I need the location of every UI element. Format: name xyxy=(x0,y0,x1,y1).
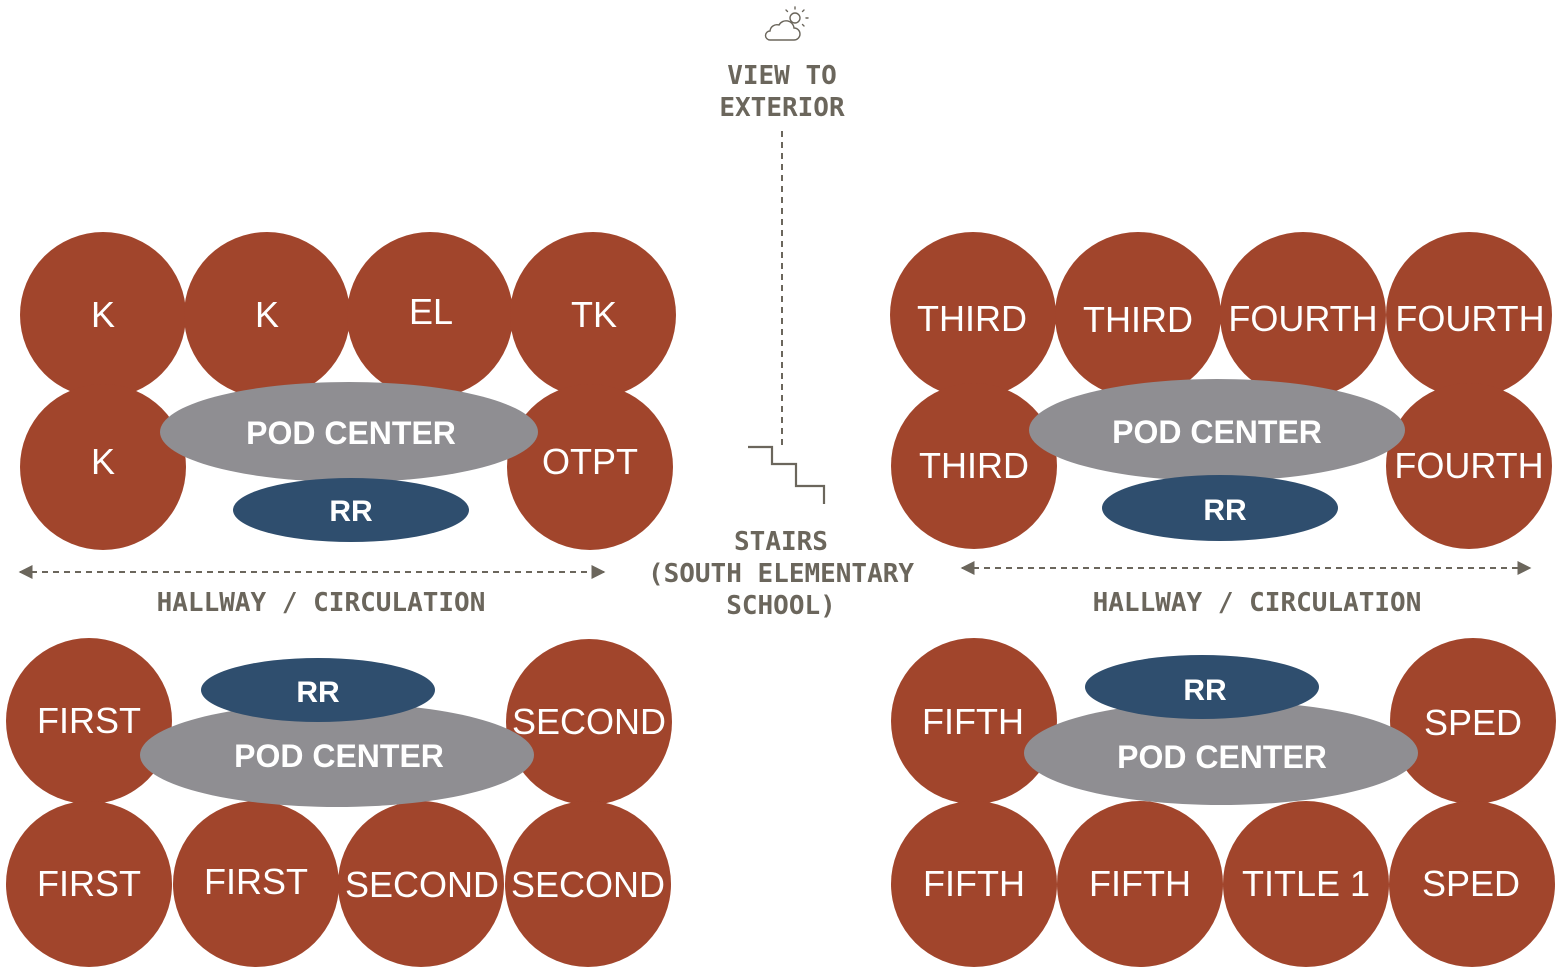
restroom xyxy=(201,658,435,722)
pod-center xyxy=(1029,379,1405,481)
restroom xyxy=(233,478,469,542)
pod-center xyxy=(1024,701,1418,805)
classroom-el xyxy=(347,232,513,398)
room-label: FIRST xyxy=(204,861,308,902)
view-to-exterior-label: VIEW TO xyxy=(727,61,837,91)
classroom-fifth-1 xyxy=(891,638,1057,804)
pod-top-right: THIRD THIRD FOURTH FOURTH THIRD FOURTH P… xyxy=(890,232,1552,549)
stairs-label: SCHOOL) xyxy=(726,591,836,621)
stairs-label: (SOUTH ELEMENTARY xyxy=(648,559,914,589)
restroom xyxy=(1085,655,1319,719)
classroom-k-3 xyxy=(20,384,186,550)
room-label: SPED xyxy=(1424,702,1522,743)
classroom-k-2 xyxy=(184,232,350,398)
room-label: FIRST xyxy=(37,863,141,904)
stairs-icon xyxy=(748,445,826,504)
room-label: TK xyxy=(571,294,617,335)
room-label: FOURTH xyxy=(1228,298,1377,339)
pod-center-label: POD CENTER xyxy=(246,415,456,451)
room-label: SPED xyxy=(1422,863,1520,904)
classroom-fifth-3 xyxy=(1057,801,1223,967)
view-to-exterior-label: EXTERIOR xyxy=(719,93,845,123)
classroom-second-3 xyxy=(505,801,671,967)
classroom-otpt xyxy=(507,384,673,550)
restroom-label: RR xyxy=(1183,674,1227,707)
cloud-sun-icon xyxy=(764,6,809,41)
classroom-third-2 xyxy=(1055,232,1221,398)
restroom-label: RR xyxy=(1203,494,1247,527)
classroom-third-1 xyxy=(890,232,1056,398)
classroom-sped-1 xyxy=(1390,638,1556,804)
room-label: FIFTH xyxy=(923,863,1025,904)
classroom-k-1 xyxy=(20,232,186,398)
classroom-second-2 xyxy=(338,801,504,967)
classroom-fourth-3 xyxy=(1386,383,1552,549)
hallway-label-left: HALLWAY / CIRCULATION xyxy=(157,588,486,618)
room-label: K xyxy=(255,294,279,335)
classroom-third-3 xyxy=(891,383,1057,549)
pod-center xyxy=(140,703,534,807)
room-label: K xyxy=(91,441,115,482)
classroom-fourth-1 xyxy=(1220,232,1386,398)
room-label: SECOND xyxy=(511,864,665,905)
classroom-fourth-2 xyxy=(1386,232,1552,398)
room-label: THIRD xyxy=(919,445,1029,486)
hallway-label-right: HALLWAY / CIRCULATION xyxy=(1093,588,1422,618)
room-label: K xyxy=(91,294,115,335)
classroom-fifth-2 xyxy=(891,801,1057,967)
classroom-first-1 xyxy=(6,638,172,804)
classroom-first-3 xyxy=(173,801,339,967)
classroom-tk xyxy=(510,232,676,398)
pod-center-label: POD CENTER xyxy=(1112,414,1322,450)
pod-center-label: POD CENTER xyxy=(234,738,444,774)
room-label: OTPT xyxy=(542,441,638,482)
restroom xyxy=(1102,475,1338,541)
pod-top-left: K K EL TK K OTPT POD CENTER RR xyxy=(20,232,676,550)
classroom-sped-2 xyxy=(1389,801,1555,967)
classroom-first-2 xyxy=(6,801,172,967)
room-label: FIFTH xyxy=(1089,863,1191,904)
pod-center-label: POD CENTER xyxy=(1117,739,1327,775)
room-label: SECOND xyxy=(345,864,499,905)
room-label: THIRD xyxy=(917,298,1027,339)
room-label: FOURTH xyxy=(1395,298,1544,339)
restroom-label: RR xyxy=(329,495,373,528)
room-label: FIFTH xyxy=(922,701,1024,742)
room-label: TITLE 1 xyxy=(1242,863,1370,904)
pod-bottom-left: FIRST SECOND FIRST FIRST SECOND SECOND P… xyxy=(6,638,672,967)
room-label: THIRD xyxy=(1083,299,1193,340)
room-label: SECOND xyxy=(512,701,666,742)
room-label: EL xyxy=(409,291,453,332)
pod-bottom-right: FIFTH SPED FIFTH FIFTH TITLE 1 SPED POD … xyxy=(891,638,1556,967)
classroom-second-1 xyxy=(506,639,672,805)
room-label: FIRST xyxy=(37,700,141,741)
room-label: FOURTH xyxy=(1394,445,1543,486)
stairs-label: STAIRS xyxy=(734,527,828,557)
restroom-label: RR xyxy=(296,676,340,709)
pod-center xyxy=(160,382,538,482)
classroom-title-1 xyxy=(1223,801,1389,967)
